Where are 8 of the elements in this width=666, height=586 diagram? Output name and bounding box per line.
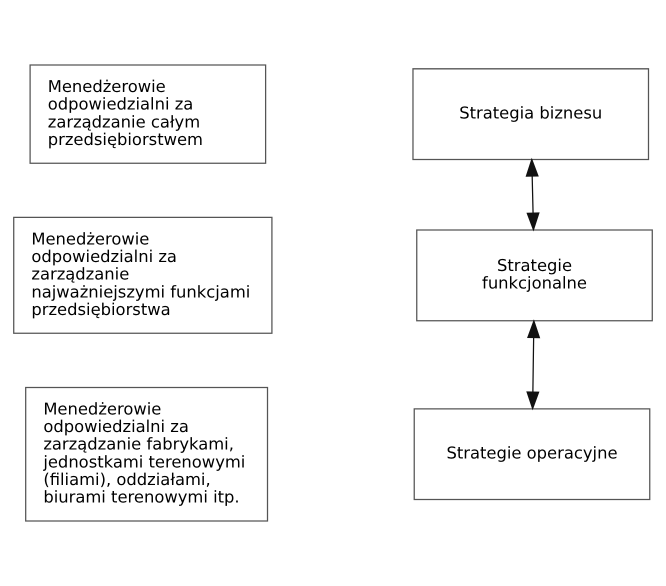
node-box: Menedżerowie odpowiedzialni za zarządzanie najważniejszymi funkcjami przedsiębiorstwa [13,216,273,334]
node-box: Strategie funkcjonalne [416,229,653,322]
node-box: Strategia biznesu [412,68,650,160]
node-box: Menedżerowie odpowiedzialni za zarządzanie fabrykami, jednostkami terenowymi (filiami), oddziałami, biurami terenowymi itp. [25,386,268,522]
node-box: Menedżerowie odpowiedzialni za zarządzanie całym przedsiębiorstwem [29,64,266,164]
arrow [526,158,540,232]
node-box: Strategie operacyjne [414,408,650,500]
arrow [526,319,540,410]
